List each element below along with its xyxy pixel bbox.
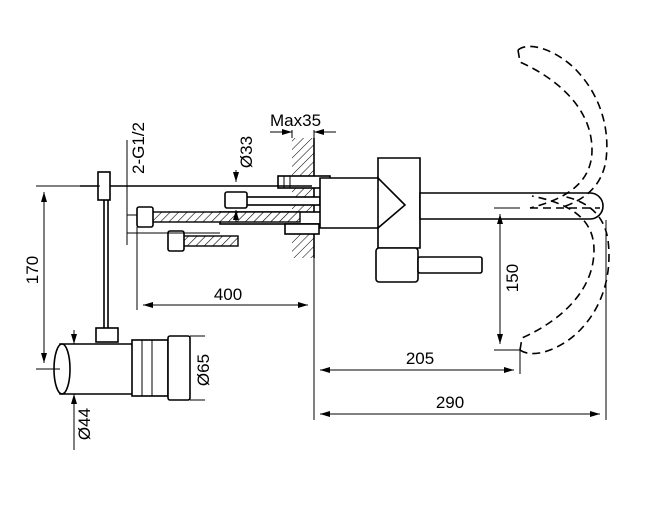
thread-label: 2-G1/2 [129, 122, 148, 174]
mounting-rod [219, 175, 331, 235]
height-170-label: 170 [23, 256, 42, 284]
reach-205-label: 205 [406, 349, 434, 368]
faucet-body [319, 157, 604, 283]
diameter-44-label: Ø44 [75, 408, 94, 440]
supply-hoses [127, 206, 301, 252]
drain-waste [53, 335, 191, 401]
length-400-label: 400 [214, 285, 242, 304]
spout-height-150-label: 150 [503, 264, 522, 292]
diameter-65-label: Ø65 [194, 354, 213, 386]
dimension-lines [36, 129, 607, 450]
hole-diameter-label: Ø33 [237, 136, 256, 168]
spout-swivel-arcs [517, 45, 610, 355]
length-290-label: 290 [436, 393, 464, 412]
max-thickness-label: Max35 [270, 111, 321, 130]
